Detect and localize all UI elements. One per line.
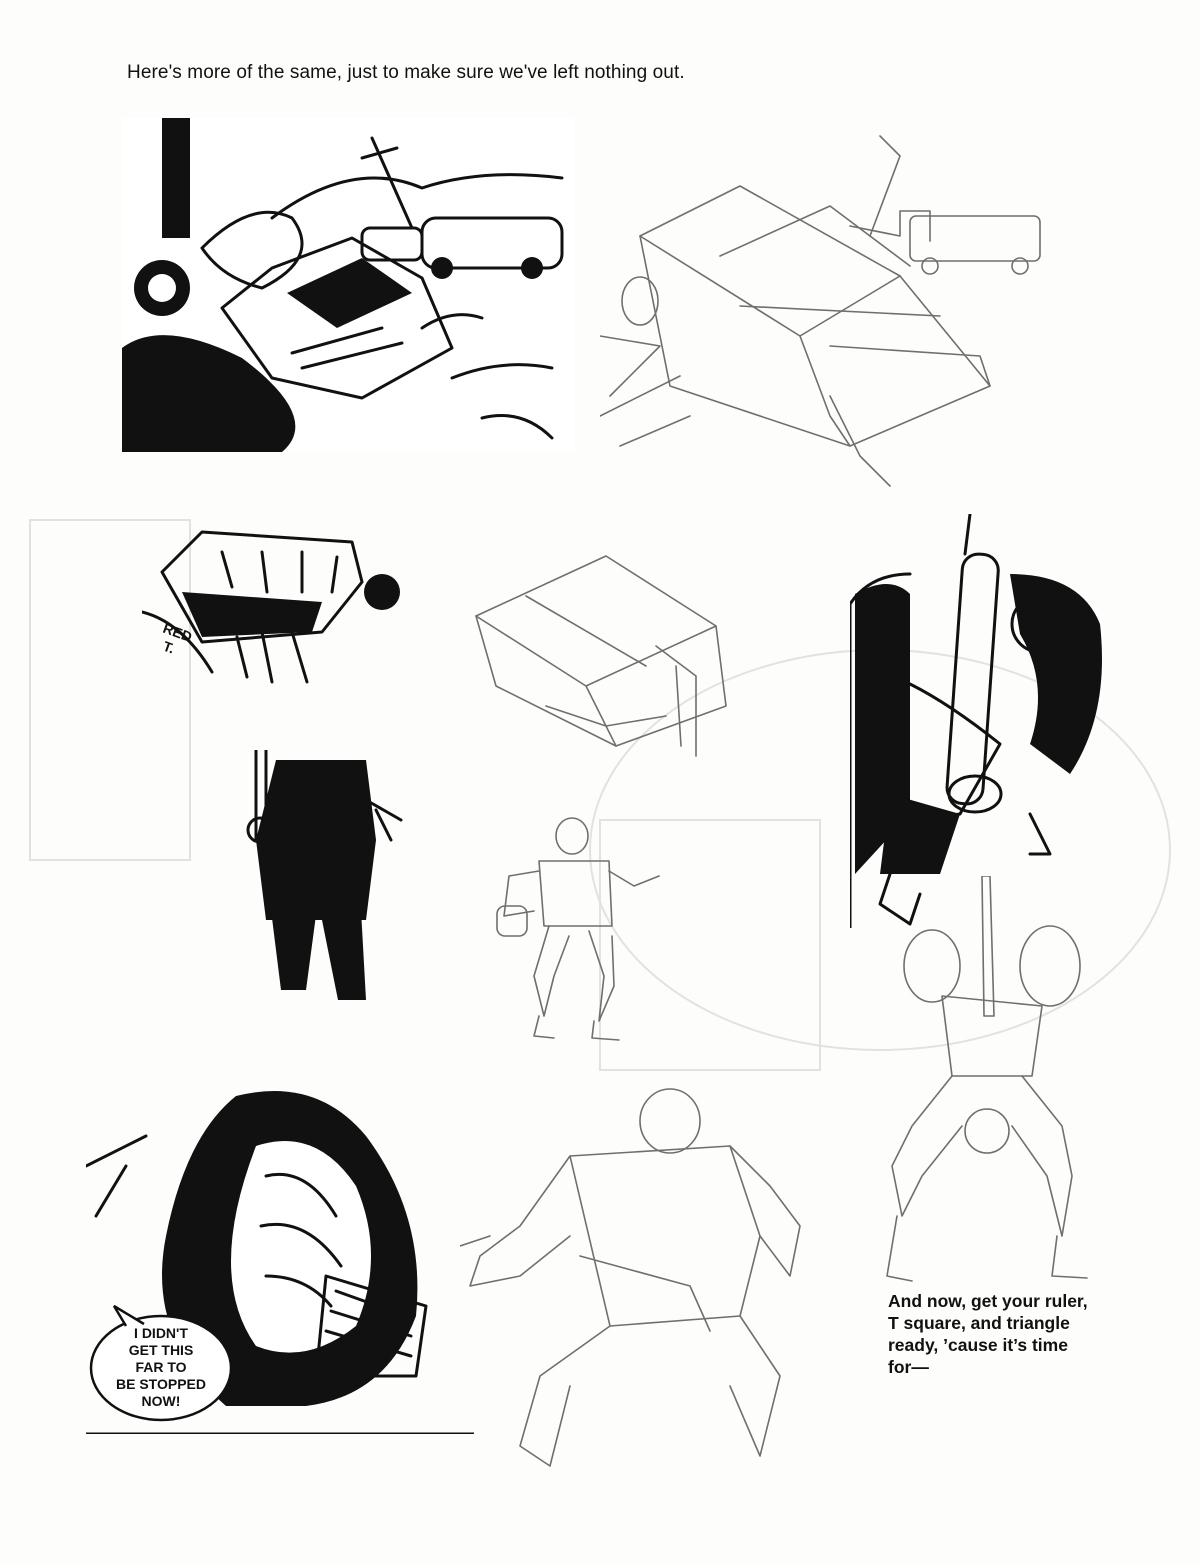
inked-car-underside-panel: RED T. bbox=[142, 512, 426, 692]
closing-caption-line: And now, get your ruler, bbox=[888, 1291, 1088, 1311]
partial-lettering-line: T. bbox=[161, 638, 177, 657]
balloon-line: NOW! bbox=[142, 1393, 181, 1409]
pencil-robot-figure-sketch bbox=[494, 816, 666, 1042]
balloon-line: BE STOPPED bbox=[116, 1376, 206, 1392]
closing-caption-line: ready, ’cause it’s time bbox=[888, 1335, 1068, 1355]
inked-car-wreck-panel bbox=[122, 118, 574, 452]
inked-caped-figure-panel bbox=[226, 750, 408, 1012]
pencil-box-construction-sketch bbox=[466, 546, 728, 768]
inked-hammer-figure-panel bbox=[850, 514, 1140, 928]
balloon-line: FAR TO bbox=[135, 1359, 186, 1375]
pencil-large-robot-sketch bbox=[460, 1086, 826, 1472]
closing-caption: And now, get your ruler, T square, and t… bbox=[888, 1290, 1138, 1378]
balloon-line: GET THIS bbox=[129, 1342, 194, 1358]
balloon-line: I DIDN'T bbox=[134, 1325, 188, 1341]
intro-caption: Here's more of the same, just to make su… bbox=[127, 62, 685, 83]
closing-caption-line: for— bbox=[888, 1357, 929, 1377]
inked-monster-panel: I DIDN'T GET THIS FAR TO BE STOPPED NOW! bbox=[86, 1076, 474, 1434]
closing-caption-line: T square, and triangle bbox=[888, 1313, 1070, 1333]
pencil-hammer-robot-sketch bbox=[872, 876, 1102, 1288]
pencil-car-construction-sketch bbox=[600, 116, 1070, 490]
